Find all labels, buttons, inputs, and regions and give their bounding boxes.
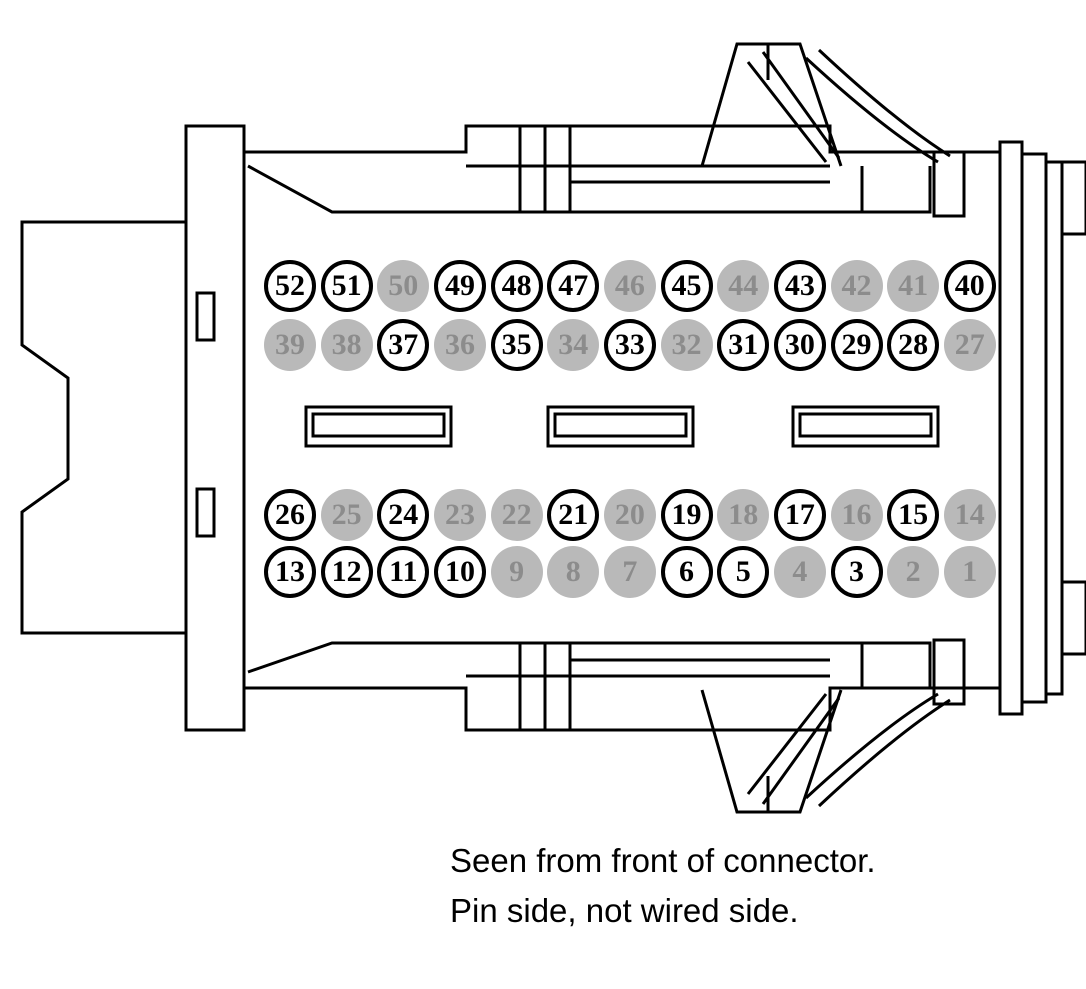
pin-27: 27 [943, 319, 996, 371]
pin-4: 4 [773, 546, 826, 598]
connector-body [242, 124, 1002, 732]
left-end-cap [184, 124, 246, 732]
pin-19: 19 [660, 489, 713, 541]
pin-50: 50 [377, 260, 430, 312]
pin-44: 44 [717, 260, 770, 312]
pin-51: 51 [320, 260, 373, 312]
pin-38: 38 [320, 319, 373, 371]
pin-13: 13 [264, 546, 316, 598]
pin-1: 1 [943, 546, 996, 598]
pin-23: 23 [433, 489, 486, 541]
pin-16: 16 [830, 489, 883, 541]
pin-22: 22 [490, 489, 543, 541]
pin-6: 6 [660, 546, 713, 598]
pin-5: 5 [717, 546, 770, 598]
pin-35: 35 [490, 319, 543, 371]
right-end-cap [998, 140, 1086, 716]
pin-47: 47 [547, 260, 600, 312]
pin-8: 8 [547, 546, 600, 598]
pin-31: 31 [717, 319, 770, 371]
caption-line-1: Seen from front of connector. [450, 842, 876, 879]
pin-20: 20 [603, 489, 656, 541]
pin-30: 30 [773, 319, 826, 371]
pin-12: 12 [320, 546, 373, 598]
pin-3: 3 [830, 546, 883, 598]
pin-37: 37 [377, 319, 430, 371]
pin-29: 29 [830, 319, 883, 371]
pin-32: 32 [660, 319, 713, 371]
pin-33: 33 [603, 319, 656, 371]
pin-25: 25 [320, 489, 373, 541]
pin-52: 52 [264, 260, 316, 312]
pin-7: 7 [603, 546, 656, 598]
caption: Seen from front of connector. Pin side, … [450, 836, 876, 936]
pin-18: 18 [717, 489, 770, 541]
pin-46: 46 [603, 260, 656, 312]
latch-lever-bottom [700, 689, 951, 814]
pin-40: 40 [943, 260, 996, 312]
pin-15: 15 [887, 489, 940, 541]
caption-line-2: Pin side, not wired side. [450, 892, 799, 929]
pin-48: 48 [490, 260, 543, 312]
pin-14: 14 [943, 489, 996, 541]
pin-24: 24 [377, 489, 430, 541]
pin-43: 43 [773, 260, 826, 312]
pin-34: 34 [547, 319, 600, 371]
pin-11: 11 [377, 546, 430, 598]
left-keying-wedge [20, 220, 186, 635]
pin-28: 28 [887, 319, 940, 371]
pin-17: 17 [773, 489, 826, 541]
pin-26: 26 [264, 489, 316, 541]
pin-21: 21 [547, 489, 600, 541]
latch-lever-top [700, 42, 951, 167]
keying-slots [304, 405, 940, 448]
pin-36: 36 [433, 319, 486, 371]
pin-39: 39 [264, 319, 316, 371]
pin-42: 42 [830, 260, 883, 312]
pin-9: 9 [490, 546, 543, 598]
pin-10: 10 [433, 546, 486, 598]
pin-2: 2 [887, 546, 940, 598]
pin-49: 49 [433, 260, 486, 312]
pin-45: 45 [660, 260, 713, 312]
pin-41: 41 [887, 260, 940, 312]
